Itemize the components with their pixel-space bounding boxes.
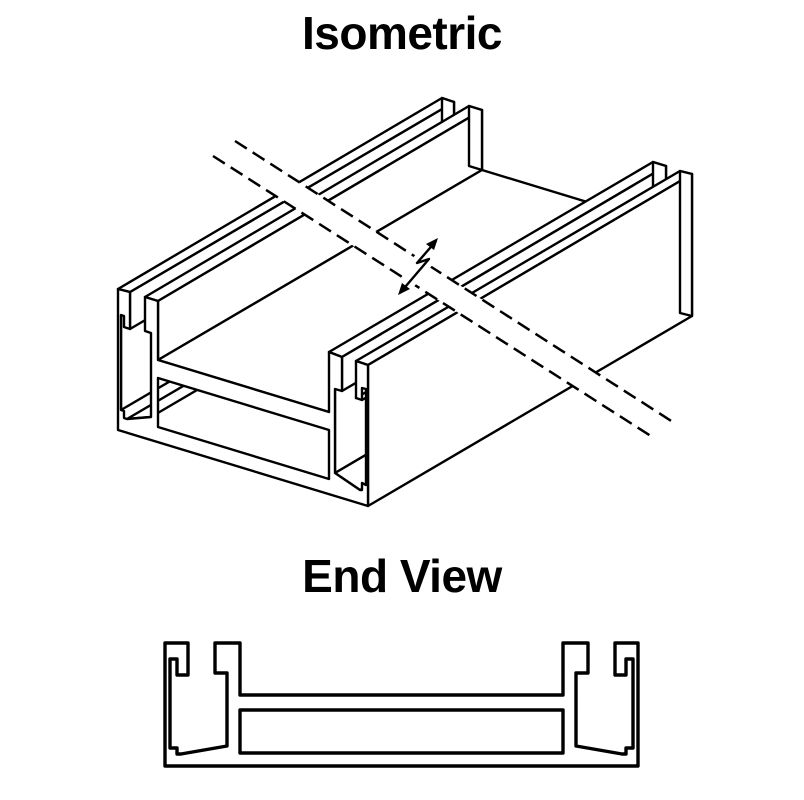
phantom-band (213, 141, 676, 438)
left-stem-far-end-face (467, 104, 484, 172)
phantom-line-upper (234, 139, 677, 426)
right-wall-far-end-face (678, 169, 694, 318)
isometric-drawing (116, 96, 694, 508)
isometric-title: Isometric (301, 7, 503, 59)
phantom-line-lower (212, 154, 655, 440)
break-symbol-zigzag (399, 240, 437, 294)
break-arrow-bottom (398, 283, 410, 295)
end-view-profile (163, 641, 640, 768)
end-view-drawing (163, 641, 640, 768)
break-arrow-top (426, 238, 438, 250)
end-view-title: End View (302, 550, 502, 602)
near-end-cross-section (116, 287, 370, 508)
